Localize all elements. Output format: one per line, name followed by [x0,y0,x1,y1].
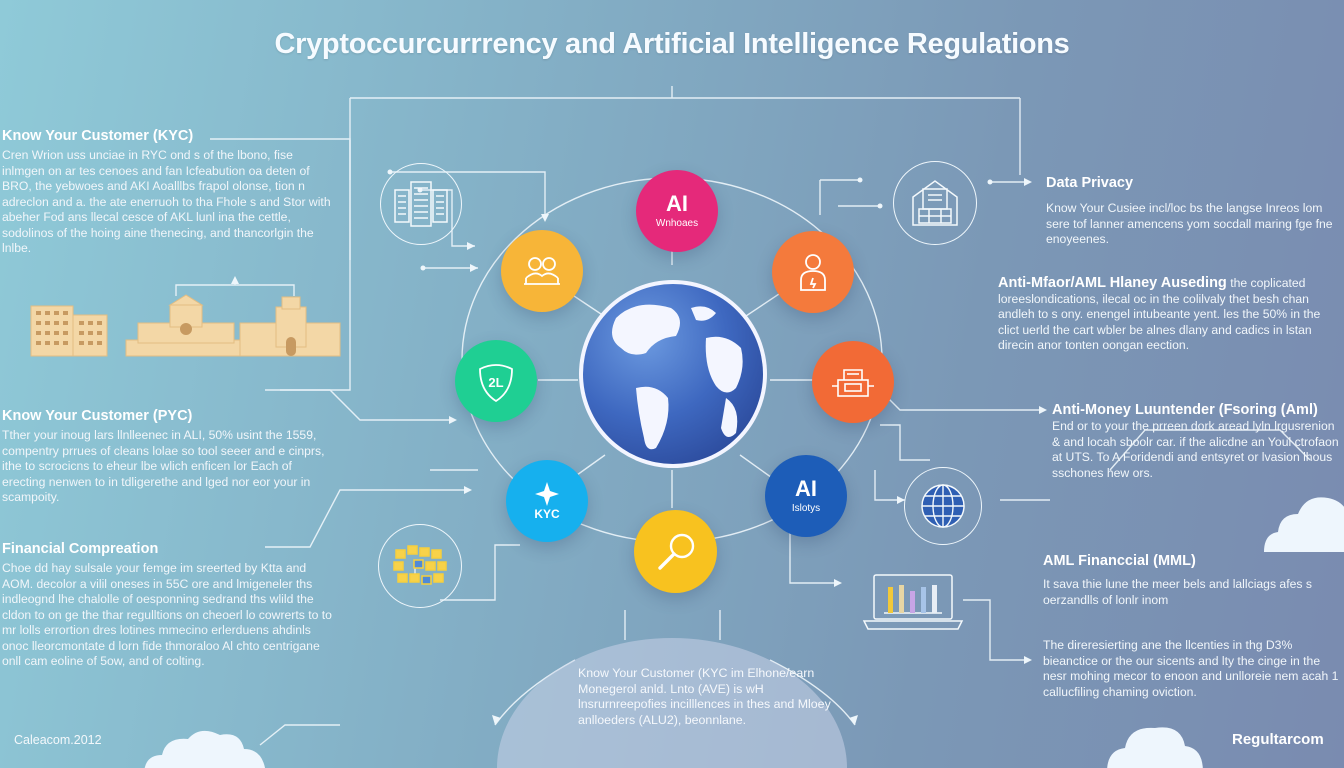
block-body: Cren Wrion uss unciae in RYC ond s of th… [2,148,331,255]
block-title: Data Privacy [1046,175,1134,191]
right-block-data-privacy: Data Privacy Know Your Cusiee incl/loc b… [1046,175,1336,248]
magnifier-icon [657,533,694,570]
house-document-icon-circle [893,161,977,245]
node-yellow-left[interactable] [501,230,583,312]
block-title: Financial Compreation [2,541,159,557]
block-body: The direresierting ane the llcenties in … [1043,638,1339,699]
node-search-yellow[interactable] [634,510,717,593]
open-book-people-icon [524,257,560,285]
house-document-icon [912,180,958,226]
node-big-label: AI [795,476,817,501]
right-block-aml-financial: AML Financcial (MML) It sava thie lune t… [1043,553,1333,608]
left-block-pyc: Know Your Customer (PYC) Tther your inou… [2,408,337,506]
cloud-bottom-right [1107,727,1203,768]
right-block-anti-fraud: Anti-Mfaor/AML Hlaney Auseding the copli… [998,275,1340,354]
node-small-label: KYC [534,507,560,521]
page-title: Cryptoccurcurrrency and Artificial Intel… [274,28,1070,60]
node-orange-right[interactable] [772,231,854,313]
tiles-icon-circle [378,524,462,608]
footer-right-text: Regultarcom [1232,731,1324,748]
government-buildings-illustration [30,294,341,357]
globe-grid-icon-circle [904,467,982,545]
sparkle-icon [535,482,559,506]
documents-icon-circle [380,163,462,245]
node-ai-blue[interactable]: AI Islotys [765,455,847,537]
node-small-label: Wnhoaes [655,218,699,229]
user-lock-icon [800,254,826,291]
cloud-left [144,730,265,768]
node-kyc-blue[interactable]: KYC [506,460,588,542]
node-big-label: AI [666,191,688,216]
block-title: Anti-Mfaor/AML Hlaney Auseding [998,275,1227,291]
documents-icon [394,181,448,227]
block-body-wrapper: Anti-Mfaor/AML Hlaney Auseding the copli… [998,275,1340,354]
right-block-anti-money: Anti-Money Luuntender (Fsoring (Aml) End… [1052,402,1342,481]
block-body: It sava thie lune the meer bels and lall… [1043,577,1312,607]
block-body: End or to your the prreen dork aread lyl… [1052,419,1339,480]
globe-illustration [579,280,767,468]
block-title: Know Your Customer (PYC) [2,408,193,424]
node-green-left[interactable]: 2L [455,340,537,422]
bottom-center-text: Know Your Customer (KYC im Elhone/earn M… [578,666,831,727]
block-body: Tther your inoug lars llnlleenec in ALI,… [2,428,325,504]
block-title: Anti-Money Luuntender (Fsoring (Aml) [1052,402,1318,418]
cash-register-icon [832,369,874,397]
svg-text:2L: 2L [488,375,503,390]
right-block-direresierting: The direresierting ane the llcenties in … [1043,638,1341,700]
block-title: Know Your Customer (KYC) [2,128,194,144]
left-block-financial: Financial Compreation Choe dd hay sulsal… [2,541,337,670]
laptop-chart-icon [862,574,964,630]
globe-grid-icon [921,484,965,528]
node-orange-lower-right[interactable] [812,341,894,423]
block-title-suffix: the [1230,276,1248,290]
block-body: Know Your Cusiee incl/loc bs the langse … [1046,201,1333,246]
shield-icon: 2L [479,364,513,403]
node-ai-top[interactable]: AI Wnhoaes [636,170,718,252]
block-body: coplicated loreeslondications, ilecal oc… [998,276,1321,352]
left-block-kyc: Know Your Customer (KYC) Cren Wrion uss … [2,128,332,257]
footer-left-text: Caleacom.2012 [14,733,102,747]
block-body: Choe dd hay sulsale your femge im sreert… [2,561,332,668]
cloud-right [1264,497,1344,552]
tiles-icon [393,545,447,585]
block-title: AML Financcial (MML) [1043,553,1196,569]
node-small-label: Islotys [791,503,821,514]
